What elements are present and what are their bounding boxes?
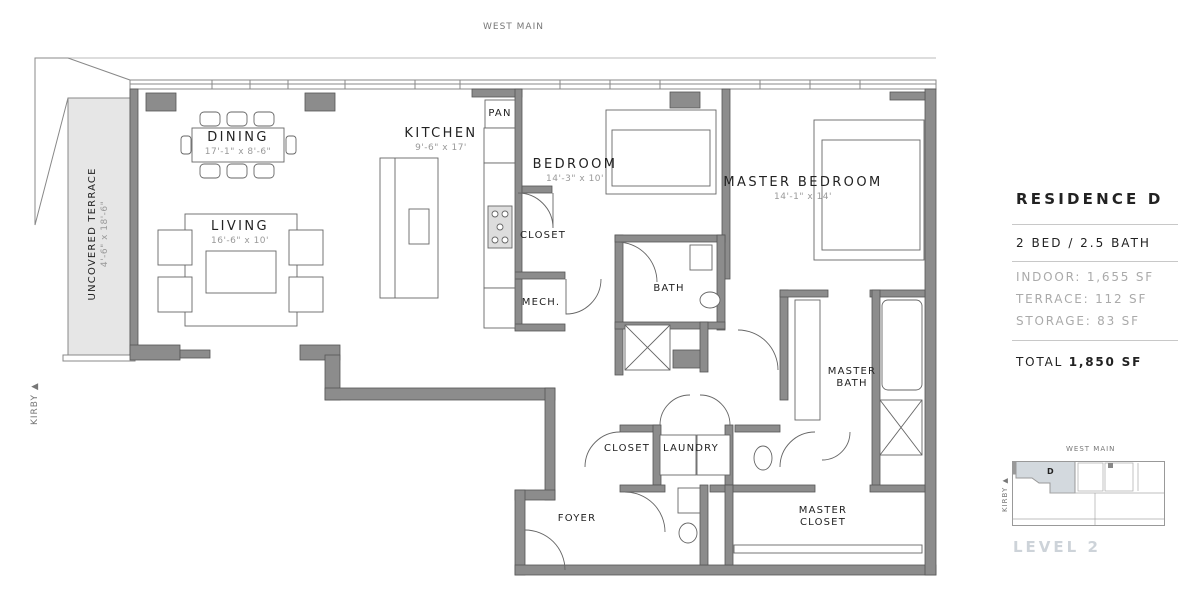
windows	[129, 79, 937, 90]
room-name: MASTER BEDROOM	[723, 175, 883, 190]
room-name: KITCHEN	[404, 126, 478, 141]
divider	[1012, 224, 1178, 225]
room-name: LIVING	[210, 219, 270, 234]
storage-area: STORAGE: 83 SF	[1016, 314, 1140, 328]
room-name: UNCOVERED TERRACE	[87, 167, 99, 301]
terrace-area-text: TERRACE: 112 SF	[1016, 292, 1148, 306]
room-dimensions: 9'-6" x 17'	[415, 142, 467, 153]
room-name: DINING	[207, 130, 269, 145]
residence-info-panel: RESIDENCE D 2 BED / 2.5 BATH INDOOR: 1,6…	[1012, 190, 1178, 369]
keyplan-street-north: WEST MAIN	[1066, 445, 1116, 453]
total-value: 1,850 SF	[1068, 355, 1143, 369]
keyplan-unit-highlight	[1015, 461, 1076, 494]
room-mech: MECH.	[521, 297, 561, 308]
indoor-area: INDOOR: 1,655 SF	[1016, 270, 1154, 284]
room-dimensions: 14'-1" x 14'	[773, 191, 833, 202]
terrace-area	[34, 57, 136, 362]
room-master-closet: MASTER CLOSET	[798, 505, 848, 528]
street-label-north: WEST MAIN	[483, 22, 544, 32]
room-dimensions: 4'-6" x 18'-6"	[100, 200, 111, 268]
furniture	[157, 99, 925, 554]
room-name: BEDROOM	[532, 157, 618, 172]
room-dimensions: 14'-3" x 10'	[545, 173, 605, 184]
keyplan-street-west: KIRBY ▲	[1001, 477, 1009, 512]
room-bath: BATH	[653, 283, 685, 294]
room-dimensions: 16'-6" x 10'	[210, 235, 270, 246]
room-closet-2: CLOSET	[603, 443, 651, 454]
level-label: LEVEL 2	[1013, 538, 1101, 556]
beds-baths: 2 BED / 2.5 BATH	[1016, 236, 1151, 250]
room-dimensions: 17'-1" x 8'-6"	[204, 146, 272, 157]
street-label-west: KIRBY ▲	[30, 382, 40, 425]
key-plan	[1012, 461, 1165, 526]
room-laundry: LAUNDRY	[663, 443, 719, 454]
divider	[1012, 340, 1178, 341]
total-label: TOTAL	[1016, 355, 1064, 369]
residence-title: RESIDENCE D	[1016, 190, 1164, 208]
room-closet: CLOSET	[519, 230, 567, 241]
divider	[1012, 261, 1178, 262]
total-area: TOTAL 1,850 SF	[1016, 355, 1178, 369]
room-pantry: PAN	[488, 108, 512, 119]
room-foyer: FOYER	[557, 513, 597, 524]
room-master-bath: MASTER BATH	[827, 366, 877, 389]
door-swings	[517, 192, 851, 571]
keyplan-unit-label: D	[1047, 467, 1054, 476]
